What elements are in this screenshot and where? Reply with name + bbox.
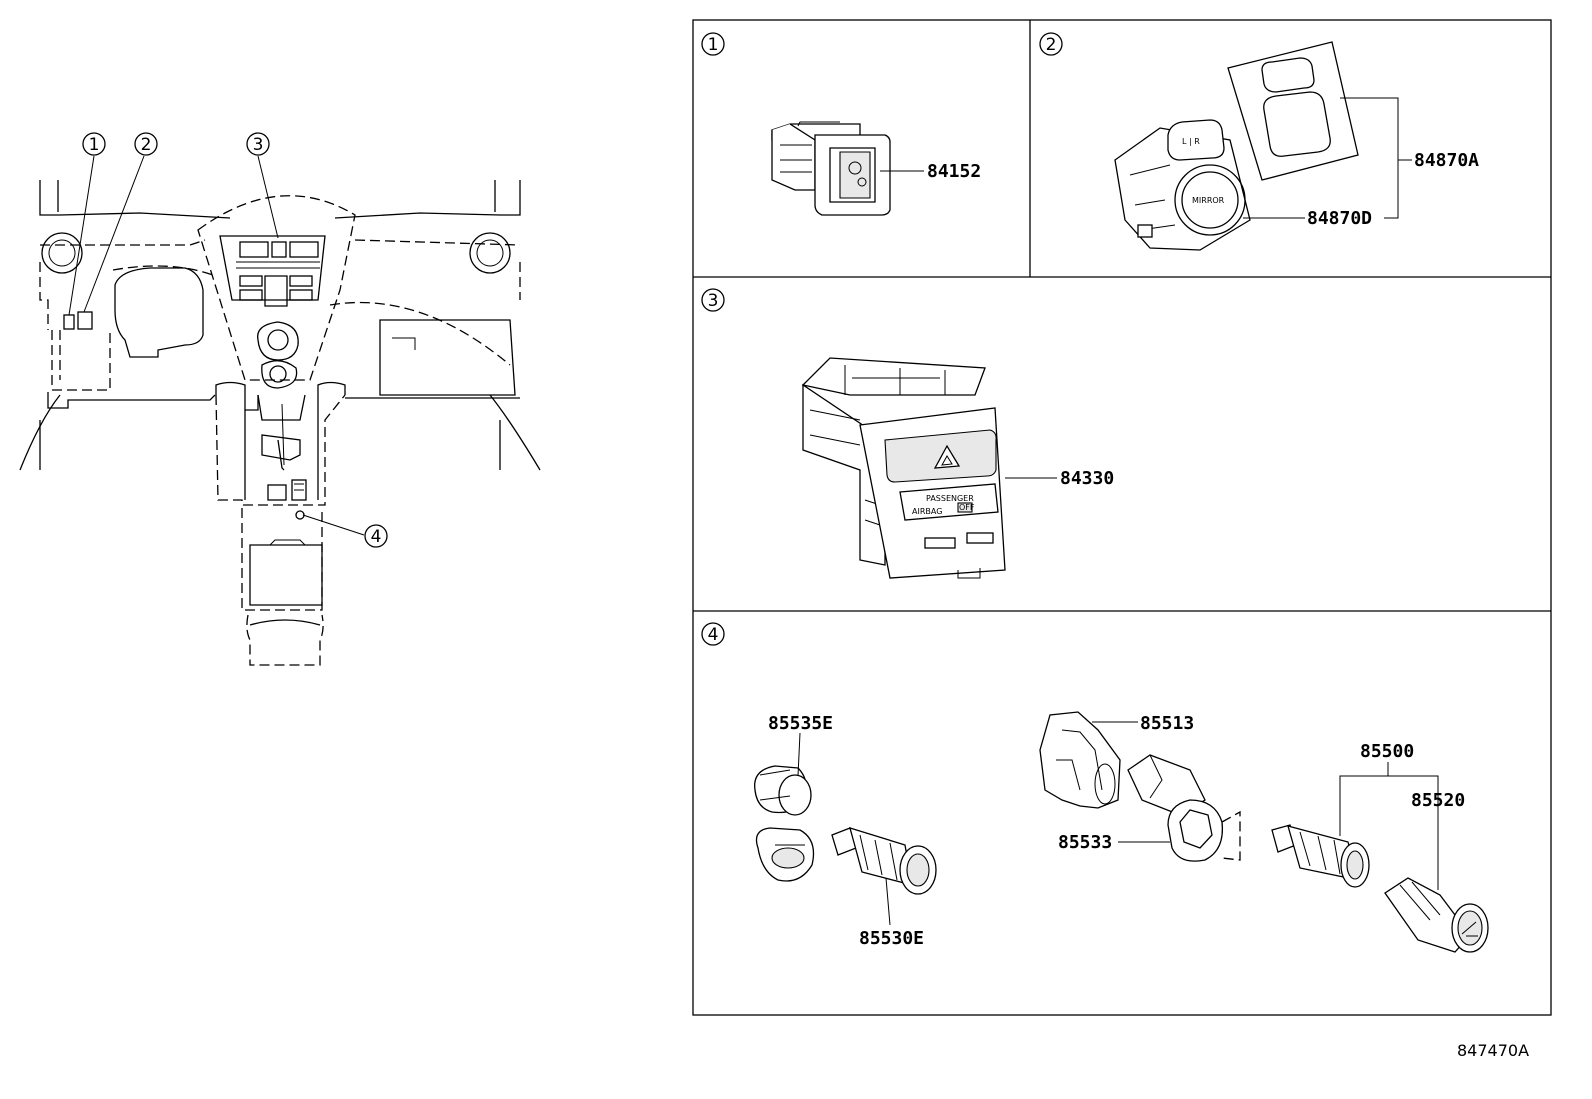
overview-callout-1: 1 (82, 132, 106, 156)
part-85513-bracket (1039, 711, 1121, 809)
panel-callout-4: 4 (701, 622, 725, 646)
svg-text:2: 2 (1046, 35, 1057, 55)
part-84870A-bezel (1227, 41, 1359, 181)
part-number-84152: 84152 (927, 161, 981, 182)
svg-text:MIRROR: MIRROR (1192, 196, 1225, 205)
svg-text:1: 1 (708, 35, 719, 55)
part-number-84870D: 84870D (1307, 208, 1372, 229)
part-85535E-socket-cap (754, 765, 815, 882)
svg-text:2: 2 (141, 135, 152, 155)
part-number-85513: 85513 (1140, 713, 1194, 734)
svg-text:3: 3 (708, 291, 719, 311)
part-number-84870A: 84870A (1414, 150, 1479, 171)
part-85533-sleeve (1127, 754, 1241, 862)
dashboard-overview (19, 155, 541, 666)
part-number-85533: 85533 (1058, 832, 1112, 853)
svg-text:AIRBAG: AIRBAG (912, 507, 942, 516)
overview-callout-4: 4 (364, 524, 388, 548)
svg-text:4: 4 (371, 527, 382, 547)
svg-text:OFF: OFF (959, 503, 975, 512)
part-85500-socket (1271, 824, 1370, 888)
svg-text:L | R: L | R (1182, 137, 1200, 146)
panel-callout-3: 3 (701, 288, 725, 312)
figure-id: 847470A (1457, 1041, 1529, 1060)
part-84870D-mirror-switch: MIRROR L | R (1114, 119, 1251, 251)
part-number-85520: 85520 (1411, 790, 1465, 811)
part-85520-lighter (1384, 877, 1489, 953)
svg-text:4: 4 (708, 625, 719, 645)
part-number-84330: 84330 (1060, 468, 1114, 489)
part-85530E-socket (831, 827, 937, 895)
panel-callout-2: 2 (1039, 32, 1063, 56)
panel-callout-1: 1 (701, 32, 725, 56)
part-84330-hazard-switch: PASSENGER AIRBAG OFF (801, 357, 1006, 579)
part-number-85530E: 85530E (859, 928, 924, 949)
part-84152-switch (771, 121, 891, 216)
overview-callout-3: 3 (246, 132, 270, 156)
detail-panels-frame (692, 19, 1552, 1016)
part-number-85535E: 85535E (768, 713, 833, 734)
svg-text:3: 3 (253, 135, 264, 155)
svg-text:PASSENGER: PASSENGER (926, 494, 974, 503)
overview-callout-2: 2 (134, 132, 158, 156)
svg-text:1: 1 (89, 135, 100, 155)
part-number-85500: 85500 (1360, 741, 1414, 762)
